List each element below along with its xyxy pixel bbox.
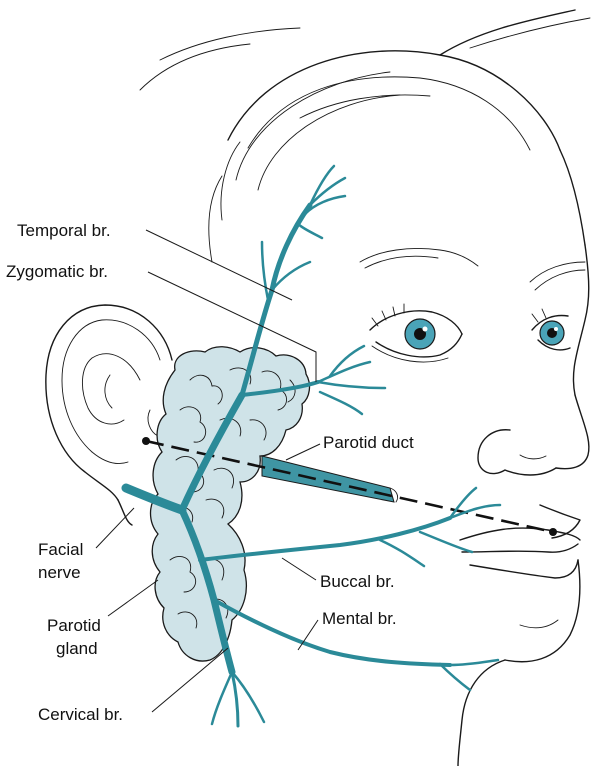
- parotid-gland-label-line1: Parotid: [47, 616, 101, 635]
- hair-outline: [140, 10, 590, 262]
- eyebrows: [360, 249, 585, 291]
- facial-nerve-label-line1: Facial: [38, 540, 83, 559]
- buccal-branch-label: Buccal br.: [320, 572, 395, 591]
- face-outline: [458, 245, 589, 766]
- cervical-branch-label: Cervical br.: [38, 705, 123, 724]
- parotid-duct: [262, 456, 398, 502]
- left-eye: [370, 304, 462, 362]
- parotid-gland-label-line2: gland: [56, 639, 98, 658]
- temporal-branch-label: Temporal br.: [17, 221, 111, 240]
- mental-branch-label: Mental br.: [322, 609, 397, 628]
- right-eye: [532, 309, 570, 350]
- zygomatic-branch-label: Zygomatic br.: [6, 262, 108, 281]
- parotid-duct-label: Parotid duct: [323, 433, 414, 452]
- ear: [46, 305, 172, 525]
- facial-nerve-label-line2: nerve: [38, 563, 81, 582]
